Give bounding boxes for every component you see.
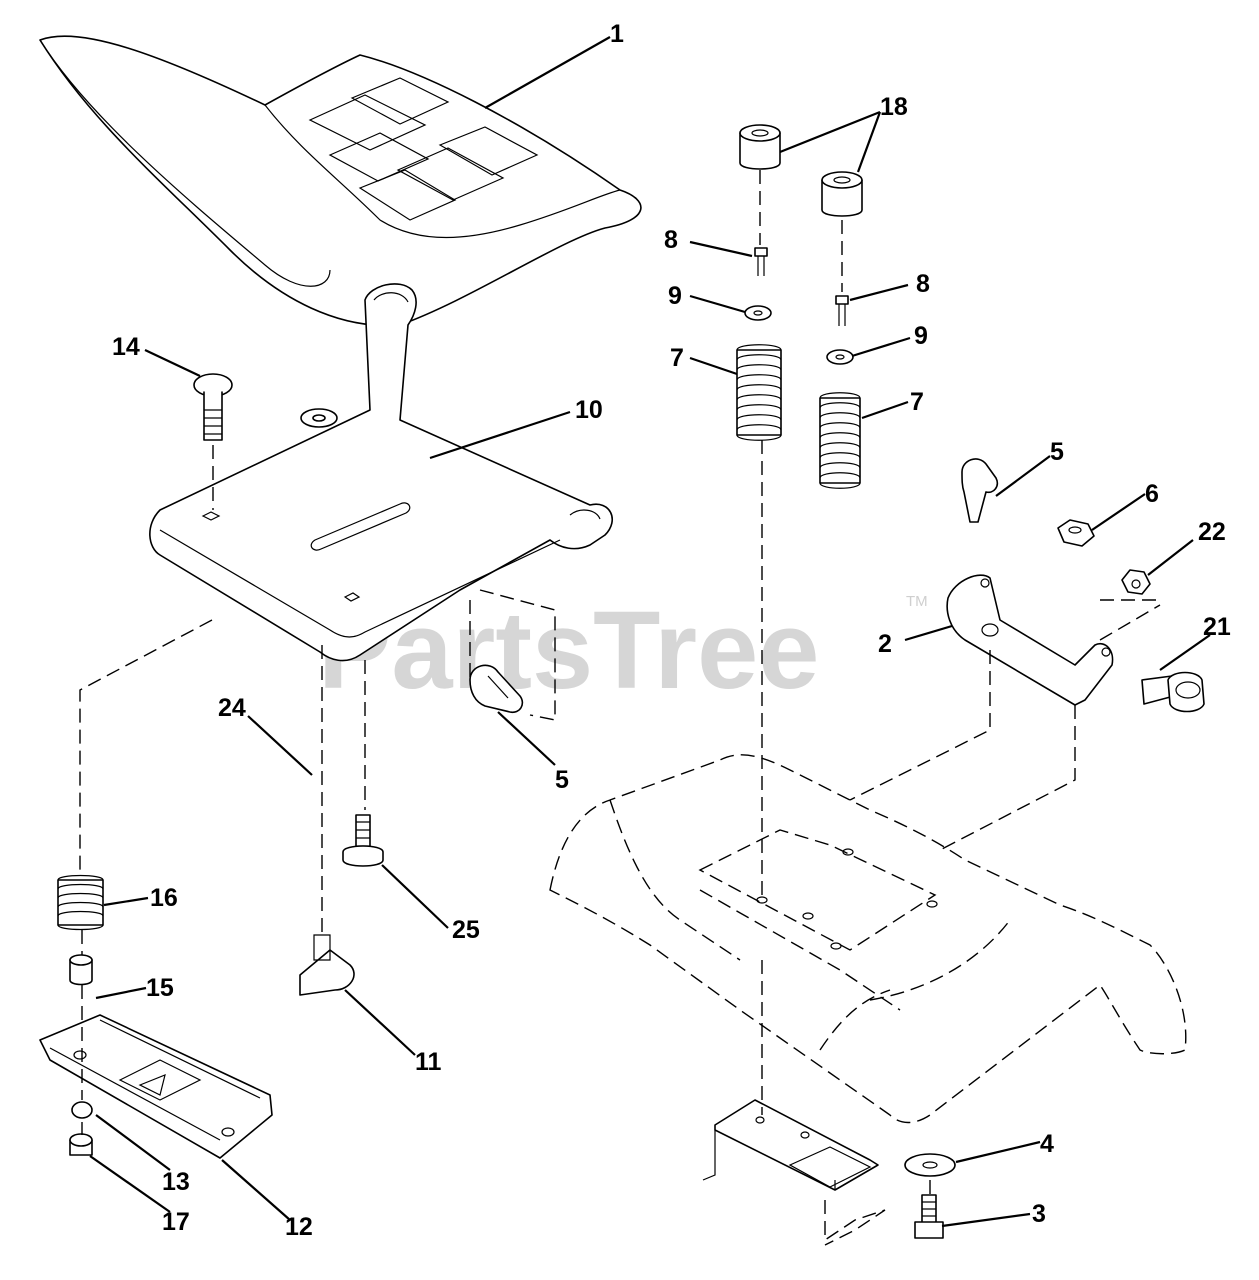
callout-4: 4 <box>1040 1130 1054 1158</box>
callout-18: 18 <box>880 93 908 121</box>
part-clip-right <box>961 458 999 523</box>
part-spacer <box>69 954 93 986</box>
part-clip-left <box>469 664 524 714</box>
part-seat <box>39 35 642 327</box>
callouts: 1 2 3 4 5 5 6 7 7 8 8 9 9 10 11 12 13 14… <box>112 20 1231 1241</box>
callout-24: 24 <box>218 694 246 722</box>
callout-6: 6 <box>1145 480 1159 508</box>
part-lower-bracket <box>702 1099 886 1246</box>
callout-8-right: 8 <box>916 270 930 298</box>
part-washer-13 <box>71 1101 93 1119</box>
part-bumper-left <box>739 124 781 170</box>
callout-12: 12 <box>285 1213 313 1241</box>
part-washer-9-left <box>744 305 772 321</box>
callout-16: 16 <box>150 884 178 912</box>
callout-8-left: 8 <box>664 226 678 254</box>
callout-5-left: 5 <box>555 766 569 794</box>
leader-lines <box>89 36 1211 1228</box>
part-seat-pan <box>149 283 614 662</box>
callout-9-left: 9 <box>668 282 682 310</box>
callout-21: 21 <box>1203 613 1231 641</box>
part-washer-24 <box>300 408 338 428</box>
part-screw-left <box>754 247 768 276</box>
part-bolt-21 <box>1141 671 1205 713</box>
part-knob-11 <box>299 934 355 996</box>
part-spring-small <box>57 874 104 931</box>
part-washer-4 <box>904 1153 956 1177</box>
assembly-lines <box>79 170 1161 1195</box>
part-nut-6 <box>1057 519 1095 547</box>
callout-11: 11 <box>415 1048 442 1076</box>
part-washer-9-right <box>826 349 854 365</box>
callout-22: 22 <box>1198 518 1226 546</box>
callout-2: 2 <box>878 630 892 658</box>
part-nut-22 <box>1121 569 1151 595</box>
callout-17: 17 <box>162 1208 190 1236</box>
part-carriage-bolt <box>193 373 233 441</box>
part-bracket-plate <box>39 1014 273 1159</box>
part-frame <box>549 754 1187 1124</box>
part-nut-17 <box>69 1133 93 1156</box>
callout-15: 15 <box>146 974 174 1002</box>
callout-10: 10 <box>575 396 603 424</box>
part-spring-left <box>736 344 782 441</box>
watermark-trademark: TM <box>906 593 928 610</box>
part-bolt-3 <box>914 1194 944 1239</box>
part-screw-right <box>835 295 849 326</box>
part-bracket-2 <box>946 574 1114 706</box>
callout-9-right: 9 <box>914 322 928 350</box>
callout-7-right: 7 <box>910 388 924 416</box>
callout-13: 13 <box>162 1168 190 1196</box>
callout-1: 1 <box>610 20 624 48</box>
callout-25: 25 <box>452 916 480 944</box>
part-bumper-right <box>821 171 863 217</box>
callout-7-left: 7 <box>670 344 684 372</box>
part-spring-right <box>819 392 861 489</box>
callout-3: 3 <box>1032 1200 1046 1228</box>
part-bolt-25 <box>342 814 384 867</box>
callout-14: 14 <box>112 333 140 361</box>
callout-5-right: 5 <box>1050 438 1064 466</box>
